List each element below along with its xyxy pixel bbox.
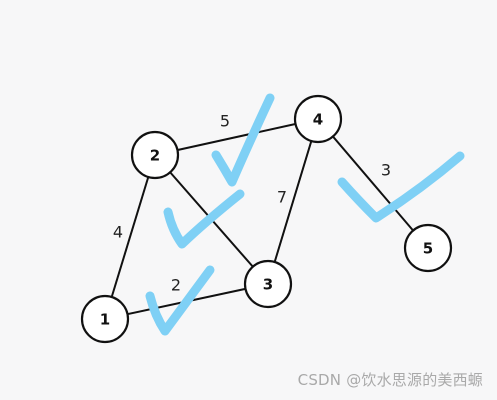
edge-2-4 [154,118,319,156]
nodes: 1 2 3 4 5 [80,94,453,344]
node-4: 4 [293,94,343,144]
node-1-label: 1 [100,311,110,329]
watermark: CSDN @饮水思源的美西螈 [297,371,483,389]
node-2: 2 [130,130,180,180]
weight-label-2-4: 5 [220,112,230,131]
node-1: 1 [80,294,130,344]
weight-label-3-4: 7 [277,188,287,207]
node-3-label: 3 [263,276,273,294]
weight-label-1-3: 2 [171,276,181,295]
check-marks [145,93,465,336]
check-mark-edge-2-3 [163,189,245,249]
node-5-label: 5 [423,240,433,258]
node-1-circle [80,294,130,344]
node-3: 3 [243,259,293,309]
weight-label-4-5: 3 [381,161,391,180]
edge-weights: 4 2 5 7 3 [113,112,391,295]
edge-1-2 [104,154,156,320]
node-4-label: 4 [313,111,323,129]
check-mark-edge-4-5 [337,151,465,223]
weight-label-1-2: 4 [113,223,123,242]
check-mark-edge-2-4 [211,93,275,187]
edge-4-5 [317,118,429,249]
edge-3-4 [267,118,319,285]
node-5-circle [403,223,453,273]
node-3-circle [243,259,293,309]
check-mark-edge-1-3 [145,265,215,336]
node-4-circle [293,94,343,144]
node-5: 5 [403,223,453,273]
node-2-circle [130,130,180,180]
node-2-label: 2 [150,147,160,165]
